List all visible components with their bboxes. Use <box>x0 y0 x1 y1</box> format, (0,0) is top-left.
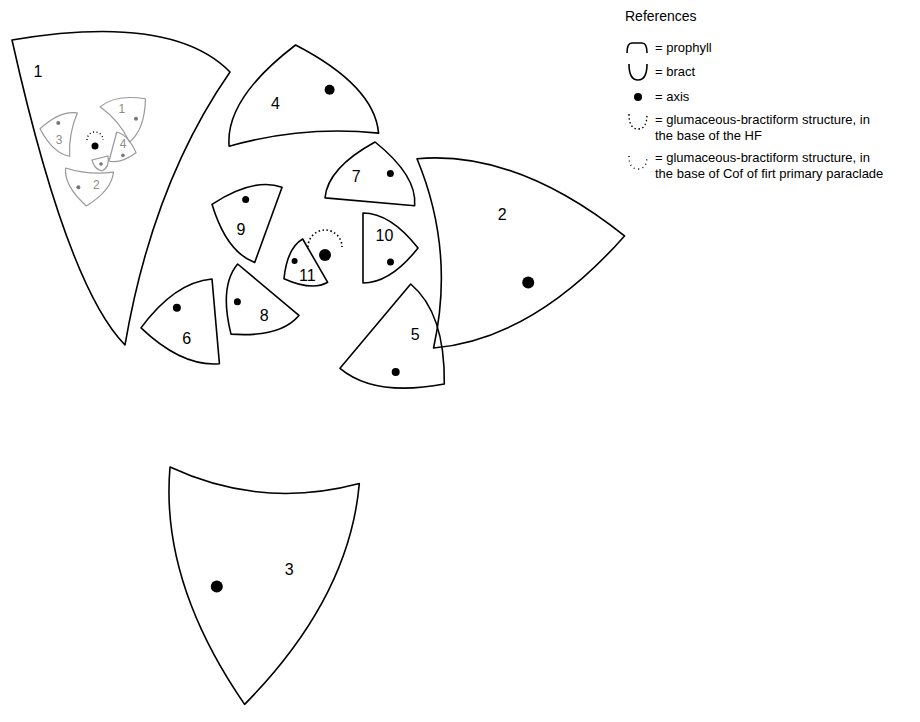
legend-text: = prophyll <box>655 40 890 56</box>
glumaceous-structure <box>87 132 103 140</box>
outline-svg <box>359 209 422 287</box>
prophyll-outline: 4 <box>105 128 140 168</box>
glumaceous-sample <box>629 156 647 169</box>
axis-dot <box>76 185 80 189</box>
bract-outline: 4 <box>221 41 383 150</box>
prophyll-outline <box>363 213 418 283</box>
callout-number: 11 <box>299 268 316 284</box>
axis-dot <box>121 154 125 158</box>
axis-dot <box>173 304 181 312</box>
prophyll-outline: 6 <box>137 275 223 371</box>
prophyll-outline: 9 <box>208 173 286 266</box>
outline-svg <box>280 235 332 295</box>
callout-number: 8 <box>260 308 269 324</box>
callout-number: 9 <box>237 222 246 238</box>
outline-svg <box>215 260 303 342</box>
bract-outline: 2 <box>60 164 117 210</box>
callout-number: 4 <box>271 96 280 112</box>
bract-outline <box>417 158 625 348</box>
glumaceous-structure <box>308 230 342 247</box>
outline-svg <box>336 280 449 401</box>
outline-svg <box>8 9 234 349</box>
prophyll-outline <box>109 132 136 162</box>
axis-dot <box>234 298 241 305</box>
outline-svg <box>156 463 363 708</box>
bract-outline <box>66 168 114 206</box>
bract-outline: 1 1 2 3 4 <box>8 9 234 349</box>
axis-dot <box>134 117 138 121</box>
prophyll-outline <box>227 264 300 335</box>
callout-number: 10 <box>376 228 394 244</box>
bract-sample <box>629 64 647 80</box>
outline-svg <box>221 41 383 150</box>
callout-number: 6 <box>182 331 191 347</box>
bract-outline: 2 <box>413 146 629 352</box>
prophyll-outline <box>340 284 444 388</box>
callout-number: 3 <box>56 134 63 146</box>
prophyll-outline: 5 <box>336 280 449 401</box>
legend-text: = glumaceous-bractiform structure, in th… <box>655 150 890 182</box>
prophyll-outline <box>212 185 282 263</box>
axis-dot <box>325 84 335 94</box>
prophyll-sample <box>627 43 647 53</box>
prophyll-outline: 8 <box>215 260 303 342</box>
callout-number: 7 <box>352 169 361 185</box>
axis-dot <box>386 170 393 177</box>
callout-number: 1 <box>119 103 126 115</box>
axis-dot <box>392 368 400 376</box>
prophyll-outline <box>141 279 219 364</box>
legend-heading: References <box>625 8 697 24</box>
bract-outline: 3 <box>156 463 363 708</box>
prophyll-outline: 10 <box>359 209 422 287</box>
bract-outline <box>12 32 230 345</box>
callout-number: 1 <box>34 64 43 80</box>
prophyll-outline <box>284 239 328 286</box>
legend-text: = bract <box>655 64 890 80</box>
outline-svg <box>413 146 629 352</box>
callout-number: 3 <box>285 562 294 578</box>
outline-svg <box>321 138 421 210</box>
bract-outline: 3 <box>36 106 81 160</box>
legend-text: = axis <box>655 89 890 105</box>
callout-number: 4 <box>120 138 127 150</box>
outline-svg <box>137 275 223 371</box>
prophyll-outline: 11 <box>280 235 332 295</box>
bract-outline <box>169 467 359 704</box>
axis-dot <box>319 249 331 261</box>
callout-number: 2 <box>498 207 507 223</box>
callout-number: 2 <box>93 179 100 191</box>
axis-dot <box>292 258 298 264</box>
bract-outline <box>40 113 77 157</box>
bract-outline <box>229 45 379 146</box>
axis-dot <box>387 259 394 266</box>
axis-dot <box>211 581 223 593</box>
axis-dot <box>57 121 61 125</box>
axis-dot <box>92 143 99 150</box>
legend-text: = glumaceous-bractiform structure, in th… <box>655 112 890 144</box>
outline-svg <box>60 164 117 210</box>
axis-sample <box>634 93 642 101</box>
bract-outline <box>100 98 145 143</box>
axis-dot <box>99 162 103 166</box>
prophyll-outline <box>92 156 108 171</box>
glumaceous-sample <box>629 114 647 129</box>
prophyll-outline <box>325 142 415 206</box>
callout-number: 5 <box>411 327 420 343</box>
prophyll-outline: 7 <box>321 138 421 210</box>
axis-dot <box>522 277 534 289</box>
axis-dot <box>242 196 249 203</box>
outline-svg <box>208 173 286 266</box>
